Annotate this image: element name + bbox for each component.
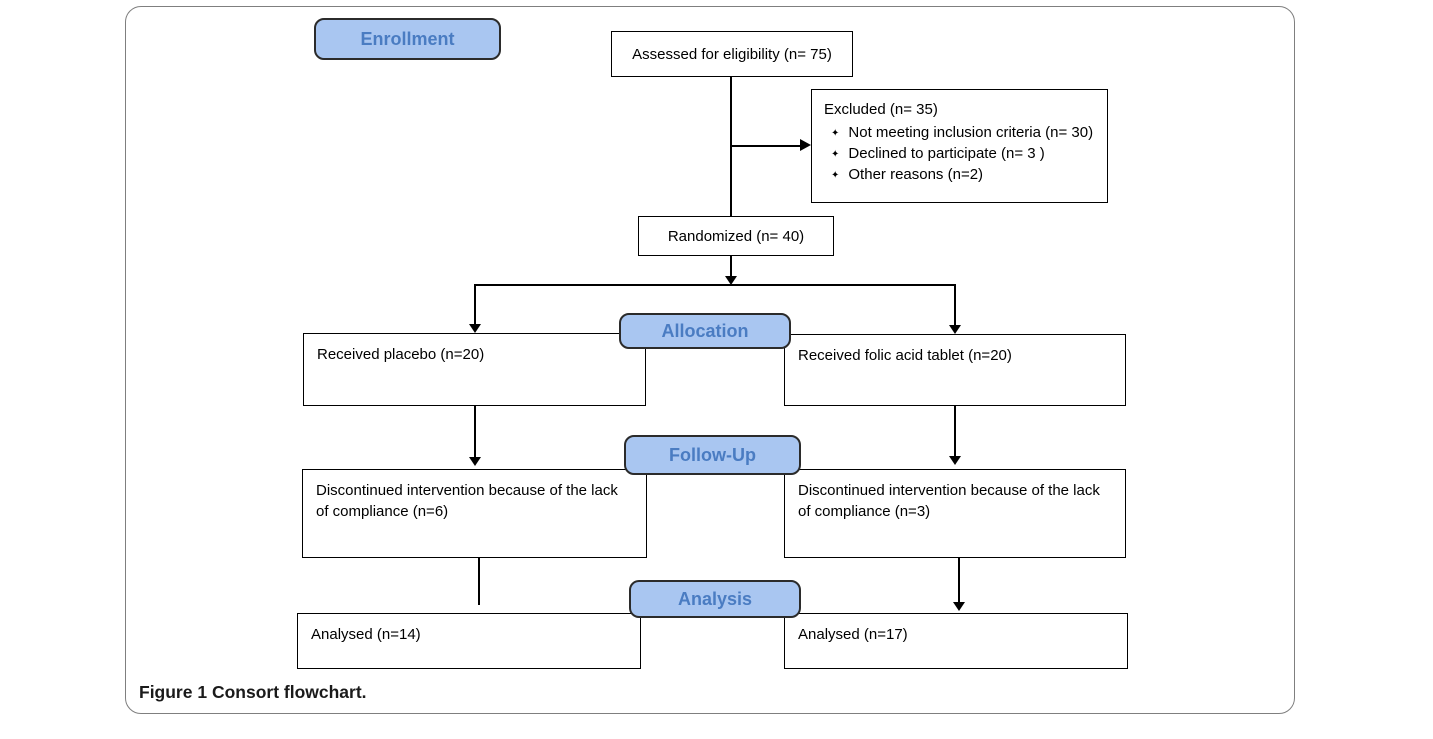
diamond-bullet-icon: ✦ — [831, 149, 840, 160]
connector-discontinued-analysed-right — [958, 557, 960, 602]
split-line — [474, 284, 955, 286]
stage-followup-label: Follow-Up — [669, 444, 756, 465]
received-folic-text: Received folic acid tablet (n=20) — [798, 347, 1012, 364]
connector-split-placebo — [474, 284, 476, 324]
stage-analysis-label: Analysis — [677, 588, 753, 609]
connector-split-folic — [954, 284, 956, 325]
stage-allocation: Allocation — [619, 313, 791, 349]
diamond-bullet-icon: ✦ — [831, 128, 840, 139]
excluded-title: Excluded (n= 35) — [824, 101, 938, 118]
discontinued-right-box: Discontinued intervention because of the… — [784, 469, 1126, 558]
arrowhead-discontinued-left — [469, 457, 481, 466]
arrowhead-placebo — [469, 324, 481, 333]
arrowhead-analysed-right — [953, 602, 965, 611]
stage-allocation-label: Allocation — [661, 320, 749, 341]
analysed-right-text: Analysed (n=17) — [798, 626, 908, 643]
figure-caption-label: Figure 1 — [139, 682, 208, 702]
arrowhead-folic — [949, 325, 961, 334]
arrowhead-excluded — [800, 139, 811, 151]
excluded-item-text: Not meeting inclusion criteria (n= 30) — [848, 124, 1094, 141]
connector-randomized-split — [730, 256, 732, 277]
stage-enrollment: Enrollment — [314, 18, 501, 60]
discontinued-left-text: Discontinued intervention because of the… — [316, 482, 618, 520]
stage-analysis: Analysis — [629, 580, 801, 618]
figure-caption-text: Consort flowchart. — [211, 682, 367, 702]
arrowhead-discontinued-right — [949, 456, 961, 465]
assessed-box: Assessed for eligibility (n= 75) — [611, 31, 853, 77]
analysed-left-text: Analysed (n=14) — [311, 626, 421, 643]
stage-followup: Follow-Up — [624, 435, 801, 475]
excluded-box: Excluded (n= 35) ✦ Not meeting inclusion… — [811, 89, 1108, 203]
excluded-item: ✦ Other reasons (n=2) — [824, 164, 1095, 185]
received-folic-box: Received folic acid tablet (n=20) — [784, 334, 1126, 406]
figure-caption: Figure 1 Consort flowchart. — [139, 682, 367, 703]
received-placebo-box: Received placebo (n=20) — [303, 333, 646, 406]
diamond-bullet-icon: ✦ — [831, 170, 840, 181]
analysed-left-box: Analysed (n=14) — [297, 613, 641, 669]
arrowhead-split — [725, 276, 737, 285]
figure-panel: Enrollment Allocation Follow-Up Analysis… — [125, 6, 1295, 714]
analysed-right-box: Analysed (n=17) — [784, 613, 1128, 669]
stage-enrollment-label: Enrollment — [360, 28, 455, 49]
connector-discontinued-analysed-left — [478, 557, 480, 605]
discontinued-right-text: Discontinued intervention because of the… — [798, 482, 1100, 520]
excluded-item: ✦ Declined to participate (n= 3 ) — [824, 143, 1095, 164]
assessed-text: Assessed for eligibility (n= 75) — [632, 45, 832, 63]
discontinued-left-box: Discontinued intervention because of the… — [302, 469, 647, 558]
connector-folic-discontinued — [954, 406, 956, 456]
connector-excluded — [730, 145, 800, 147]
randomized-box: Randomized (n= 40) — [638, 216, 834, 256]
connector-assessed-randomized — [730, 77, 732, 217]
excluded-item-text: Other reasons (n=2) — [848, 166, 984, 183]
randomized-text: Randomized (n= 40) — [667, 227, 805, 245]
received-placebo-text: Received placebo (n=20) — [317, 346, 485, 363]
excluded-item: ✦ Not meeting inclusion criteria (n= 30) — [824, 122, 1095, 143]
connector-placebo-discontinued — [474, 406, 476, 457]
excluded-item-text: Declined to participate (n= 3 ) — [848, 145, 1045, 162]
